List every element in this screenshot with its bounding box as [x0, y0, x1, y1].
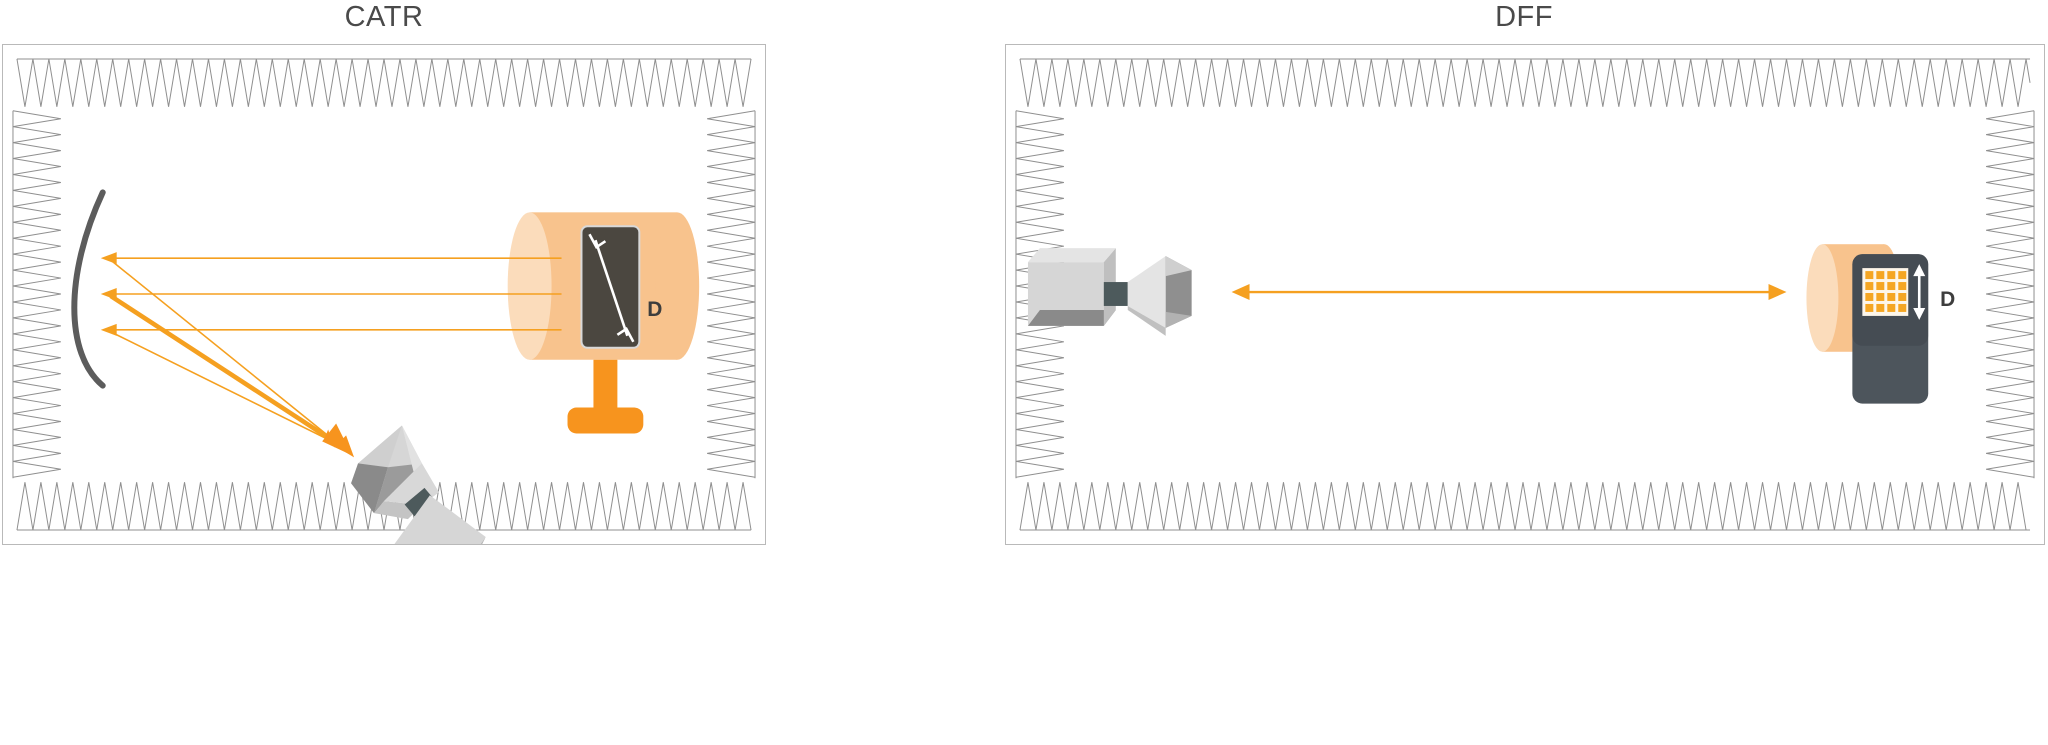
- dut-dimension-arrow-vertical: [1913, 264, 1926, 320]
- absorber-wall-bottom: [1019, 482, 2031, 531]
- far-field-range-arrow: [1231, 284, 1787, 300]
- absorber-wall-right: [1986, 110, 2035, 479]
- absorber-wall-top: [16, 58, 752, 107]
- panel-title-dff: DFF: [1495, 1, 1553, 33]
- dut-dimension-label-dff: D: [1940, 288, 1955, 311]
- chamber-catr: D: [2, 44, 766, 545]
- feed-rays: [109, 259, 342, 448]
- collimated-ray-arrowheads: [100, 252, 117, 336]
- dut-dimension-arrow-diagonal: [588, 233, 635, 343]
- chamber-dff: D: [1005, 44, 2045, 545]
- feed-ray-arrowhead-solid: [322, 423, 353, 456]
- dut-dimension-label-catr: D: [647, 298, 662, 321]
- turntable-positioner: [567, 359, 644, 434]
- absorber-wall-top: [1019, 58, 2031, 107]
- dut-antenna-array: [1862, 268, 1909, 316]
- dff-scene: D: [1015, 58, 2035, 531]
- absorber-wall-right: [707, 110, 756, 479]
- absorber-wall-bottom: [16, 482, 752, 531]
- source-horn-antenna: [1027, 248, 1192, 336]
- collimated-rays: [108, 257, 562, 331]
- parabolic-reflector: [71, 189, 106, 389]
- catr-scene: D: [12, 58, 756, 544]
- absorber-wall-left: [12, 110, 61, 479]
- panel-title-catr: CATR: [344, 1, 424, 33]
- feed-horn-antenna: [351, 425, 486, 544]
